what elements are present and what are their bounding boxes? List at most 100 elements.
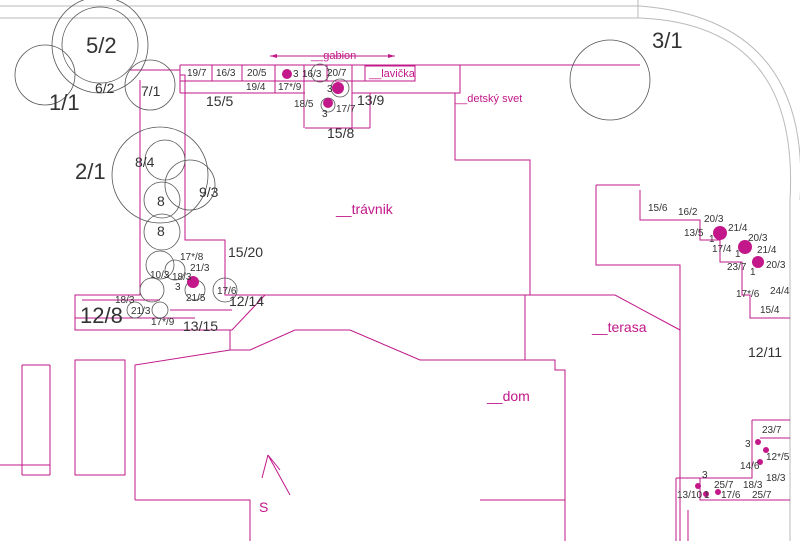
plant-label: 17*/8 bbox=[180, 252, 204, 263]
tree-label: 13/15 bbox=[183, 318, 218, 334]
plant-label: 13/5 bbox=[684, 228, 704, 239]
plant-label: 18/3 bbox=[766, 473, 786, 484]
plant-label: 17/6 bbox=[217, 286, 237, 297]
tree-label: 3/1 bbox=[652, 28, 683, 53]
plant-marker bbox=[715, 489, 721, 495]
plant-label: 18/3 bbox=[172, 272, 192, 283]
plant-marker bbox=[187, 276, 199, 288]
tree-9-3-canopy bbox=[164, 159, 216, 211]
plant-label: 20/3 bbox=[704, 214, 724, 225]
tree-3-1-canopy bbox=[569, 39, 651, 121]
plant-label: 18/5 bbox=[294, 99, 314, 110]
plant-label: 21/5 bbox=[186, 293, 206, 304]
plant-labels-right: 15/6 16/2 20/3 21/4 13/5 20/3 1 17/4 21/… bbox=[648, 203, 790, 316]
plant-label: 1 bbox=[709, 234, 715, 245]
plant-label: 16/2 bbox=[678, 207, 698, 218]
north-label: S bbox=[259, 499, 268, 515]
plant-label: 1 bbox=[704, 490, 710, 501]
tree-label: 15/8 bbox=[327, 125, 354, 141]
plant-labels-left: 17*/8 21/3 10/3 18/3 3 17/6 21/5 18/3 21… bbox=[115, 252, 237, 328]
plant-label: 10/3 bbox=[150, 270, 170, 281]
tree-label: 12/8 bbox=[80, 303, 123, 328]
plant-label: 20/7 bbox=[327, 68, 347, 79]
plant-label: 3 bbox=[175, 282, 181, 293]
plant-label: 21/4 bbox=[757, 245, 777, 256]
plant-label: 12*/5 bbox=[766, 452, 790, 463]
plant-markers bbox=[187, 69, 769, 497]
plant-label: 3 bbox=[322, 109, 328, 120]
plant-marker bbox=[757, 459, 763, 465]
plant-label: 13/10 bbox=[677, 490, 702, 501]
tree-5-2-canopy bbox=[51, 0, 149, 94]
plant-label: 21/3 bbox=[131, 306, 151, 317]
plant-marker bbox=[695, 483, 701, 489]
plant-label: 3 bbox=[745, 439, 751, 450]
plant-label: 18/3 bbox=[743, 480, 763, 491]
plant-label: 21/3 bbox=[190, 263, 210, 274]
plant-marker bbox=[703, 491, 709, 497]
tree-2-1-canopy bbox=[111, 126, 209, 224]
plant-marker bbox=[323, 98, 333, 108]
plant-label: 15/4 bbox=[760, 305, 780, 316]
tree-labels: 5/2 6/2 7/1 1/1 2/1 8/4 9/3 8 8 3/1 12/8… bbox=[49, 28, 782, 360]
tree-label: 8/4 bbox=[135, 154, 155, 170]
tree-label: 8 bbox=[157, 223, 165, 239]
plant-label: 17/4 bbox=[712, 244, 732, 255]
tree-label: 13/9 bbox=[357, 92, 384, 108]
bed-outlines bbox=[0, 54, 790, 541]
plant-marker bbox=[752, 256, 764, 268]
plant-label: 3 bbox=[293, 69, 299, 80]
plant-label: 16/3 bbox=[216, 68, 236, 79]
tree-8a-canopy bbox=[143, 181, 181, 219]
zone-dom: __dom bbox=[486, 388, 530, 404]
plant-marker bbox=[763, 447, 769, 453]
tree-label: 8 bbox=[157, 193, 165, 209]
plant-label: 1 bbox=[735, 249, 741, 260]
tree-label: 7/1 bbox=[141, 83, 161, 99]
plant-marker bbox=[738, 240, 752, 254]
plant-marker bbox=[713, 226, 727, 240]
tree-label: 9/3 bbox=[199, 184, 219, 200]
plant-label: 17*/6 bbox=[736, 289, 760, 300]
plant-marker bbox=[332, 82, 344, 94]
zone-lavicka: __lavička bbox=[368, 68, 416, 80]
plant-marker bbox=[282, 69, 292, 79]
tree-label: 1/1 bbox=[49, 90, 80, 115]
tree-label: 15/5 bbox=[206, 93, 233, 109]
plant-labels-bottom-right: 23/7 3 12*/5 14/6 18/3 3 25/7 18/3 13/10… bbox=[677, 425, 790, 501]
plant-label: 15/6 bbox=[648, 203, 668, 214]
tree-label: 12/11 bbox=[748, 344, 782, 360]
plant-label: 14/6 bbox=[740, 461, 760, 472]
plant-label: 19/7 bbox=[187, 68, 207, 79]
plant-label: 23/7 bbox=[762, 425, 782, 436]
plant-label: 3 bbox=[327, 84, 333, 95]
tree-7-1-canopy bbox=[124, 59, 176, 111]
tree-label: 2/1 bbox=[75, 159, 106, 184]
plant-label: 17*/9 bbox=[278, 82, 302, 93]
tree-label: 6/2 bbox=[95, 80, 115, 96]
plant-label: 23/7 bbox=[727, 262, 747, 273]
zone-detsky-svet: __detský svet bbox=[454, 93, 522, 105]
plant-label: 24/4 bbox=[770, 286, 790, 297]
zone-travnik: __trávnik bbox=[335, 201, 394, 217]
plant-label: 20/3 bbox=[766, 260, 786, 271]
tree-8b-canopy bbox=[143, 213, 181, 251]
plant-label: 20/3 bbox=[748, 233, 768, 244]
plant-label: 17/6 bbox=[721, 490, 741, 501]
plant-label: 20/5 bbox=[247, 68, 267, 79]
plant-labels-top: 19/7 16/3 20/5 3 16/3 20/7 19/4 17*/9 3 … bbox=[187, 68, 356, 120]
plant-label: 17/7 bbox=[336, 104, 356, 115]
plant-label: 25/7 bbox=[752, 490, 772, 501]
tree-1-1-canopy bbox=[14, 44, 76, 106]
plant-label: 1 bbox=[750, 267, 756, 278]
zone-terasa: __terasa bbox=[591, 319, 647, 335]
plant-marker bbox=[755, 439, 761, 445]
plant-label: 21/4 bbox=[728, 223, 748, 234]
tree-label: 12/14 bbox=[229, 293, 264, 309]
zone-labels: __gabion __lavička __detský svet __trávn… bbox=[259, 50, 647, 515]
tree-label: 15/20 bbox=[228, 244, 263, 260]
plant-label: 17*/9 bbox=[151, 317, 175, 328]
plant-label: 3 bbox=[702, 470, 708, 481]
plant-label: 25/7 bbox=[714, 480, 734, 491]
